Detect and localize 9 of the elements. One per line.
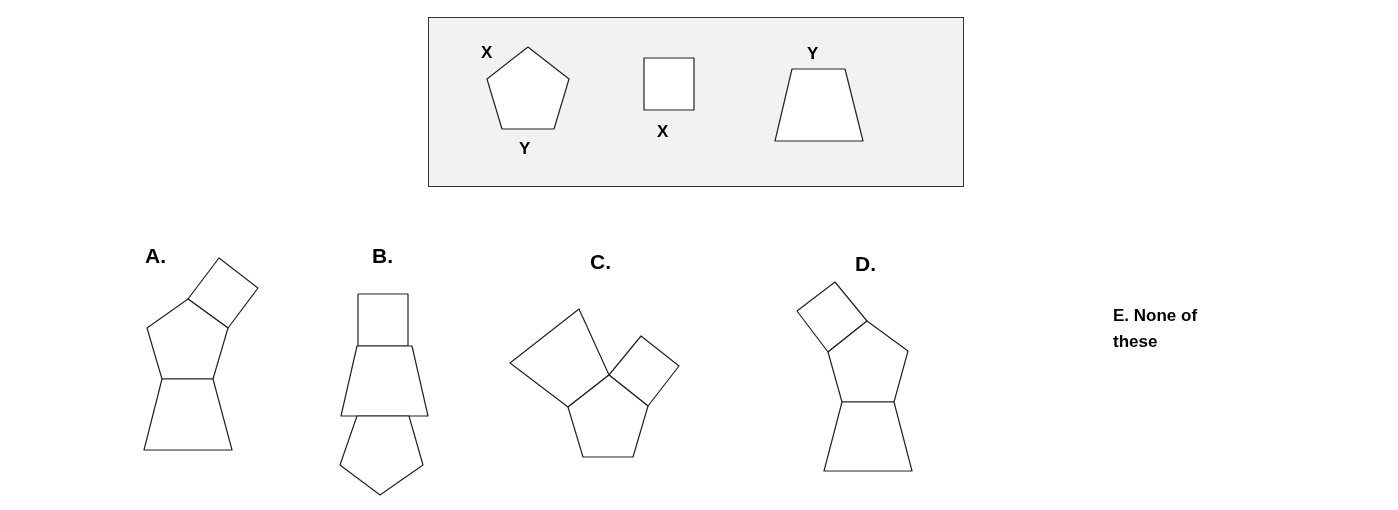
option-label: D. xyxy=(855,251,876,277)
option-label: X xyxy=(481,42,493,64)
option-label: Y xyxy=(519,138,531,160)
option-label: Y xyxy=(807,43,819,65)
option-label: C. xyxy=(590,249,611,275)
option-label: A. xyxy=(145,243,166,269)
option-label: E. None of these xyxy=(1113,305,1199,353)
option-label: X xyxy=(657,121,669,143)
option-label: B. xyxy=(372,243,393,269)
